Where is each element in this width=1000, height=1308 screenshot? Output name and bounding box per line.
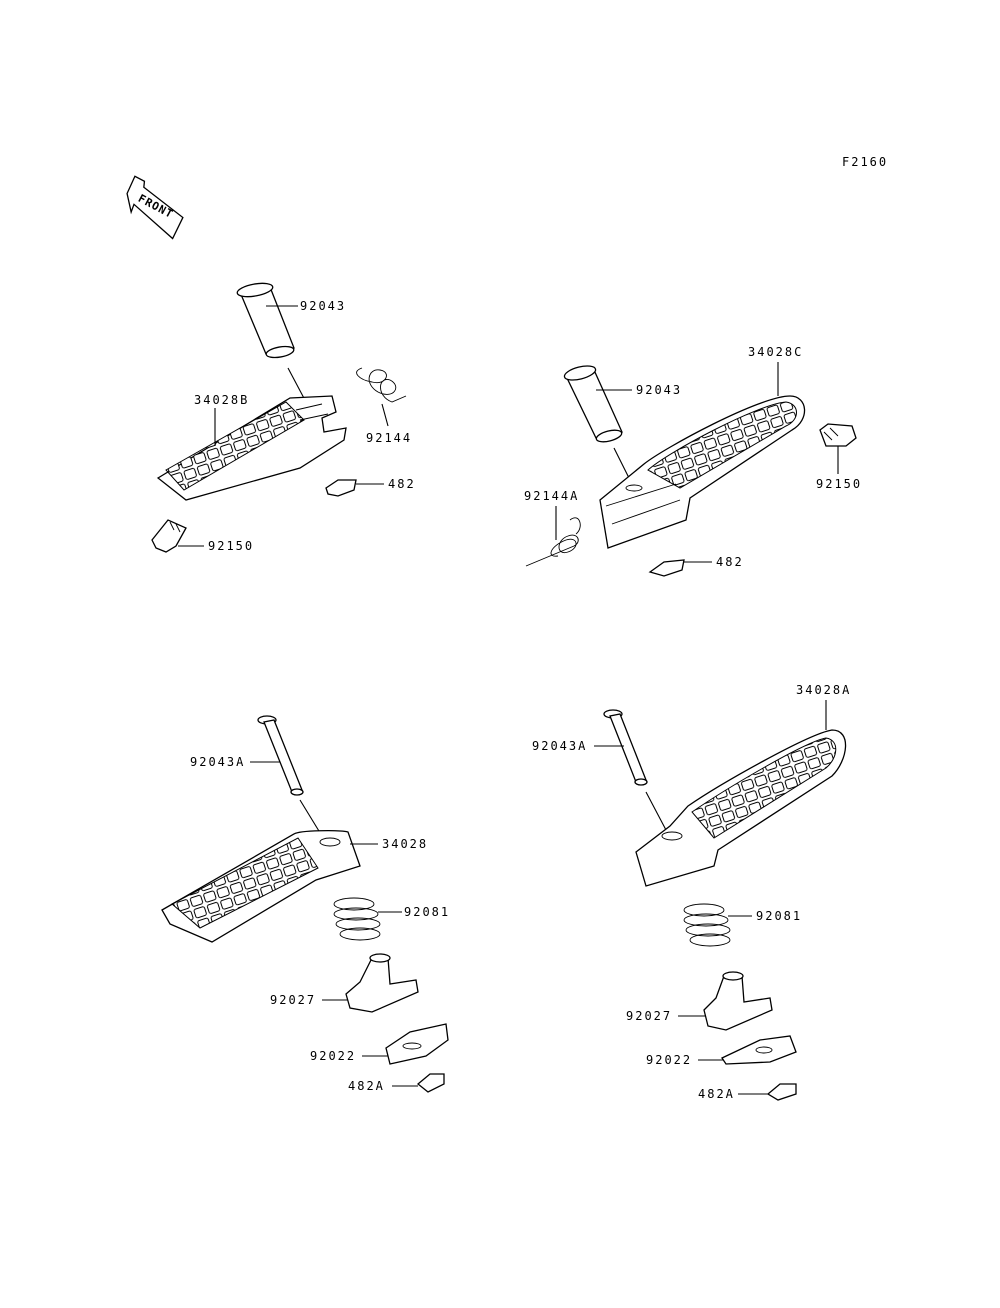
label-34028A: 34028A <box>796 683 851 697</box>
label-92022-ll: 92022 <box>310 1049 356 1063</box>
label-92043A-lr: 92043A <box>532 739 587 753</box>
footpeg-body <box>635 729 847 887</box>
torsion-spring <box>356 367 407 403</box>
footpeg-body <box>161 830 361 943</box>
label-34028B: 34028B <box>194 393 249 407</box>
retaining-clip <box>325 479 357 497</box>
group-lower-left: 92043A 34028 92081 92027 92022 482A <box>161 715 450 1093</box>
pin-shape <box>257 715 304 796</box>
label-92150-ur: 92150 <box>816 477 862 491</box>
label-92022-lr: 92022 <box>646 1053 692 1067</box>
retaining-clip <box>416 1073 445 1093</box>
label-34028C: 34028C <box>748 345 803 359</box>
group-upper-left: 92043 34028B 92144 482 92150 <box>151 282 416 553</box>
coil-spring <box>683 903 731 947</box>
label-482A-lr: 482A <box>698 1087 735 1101</box>
label-92144: 92144 <box>366 431 412 445</box>
diagram-id: F2160 <box>842 155 888 169</box>
label-92027-ll: 92027 <box>270 993 316 1007</box>
footpeg-body <box>599 395 806 549</box>
coil-spring <box>333 897 381 941</box>
label-482-ur: 482 <box>716 555 744 569</box>
label-92144A: 92144A <box>524 489 579 503</box>
label-92150-ul: 92150 <box>208 539 254 553</box>
label-92043-ur: 92043 <box>636 383 682 397</box>
stopper-plate <box>721 1035 797 1065</box>
bracket <box>703 971 773 1031</box>
stopper-plate <box>385 1023 449 1065</box>
bracket <box>345 953 419 1013</box>
footpeg-body <box>156 395 347 501</box>
retaining-clip <box>648 559 685 577</box>
group-upper-right: 34028C 92043 92144A 92150 482 <box>524 345 862 577</box>
stopper-bolt <box>151 519 187 553</box>
label-92081-lr: 92081 <box>756 909 802 923</box>
label-92027-lr: 92027 <box>626 1009 672 1023</box>
label-34028: 34028 <box>382 837 428 851</box>
torsion-spring <box>525 517 581 567</box>
label-92043A-ll: 92043A <box>190 755 245 769</box>
label-482-ul: 482 <box>388 477 416 491</box>
label-482A-ll: 482A <box>348 1079 385 1093</box>
pin-shape <box>563 365 623 443</box>
stopper-bolt <box>819 423 857 447</box>
pin-shape <box>236 282 295 359</box>
retaining-clip <box>766 1083 797 1101</box>
front-arrow-icon: FRONT <box>126 175 184 240</box>
label-92043-ul: 92043 <box>300 299 346 313</box>
group-lower-right: 34028A 92043A 92081 92027 92022 482A <box>532 683 851 1101</box>
pin-shape <box>603 709 648 786</box>
label-92081-ll: 92081 <box>404 905 450 919</box>
